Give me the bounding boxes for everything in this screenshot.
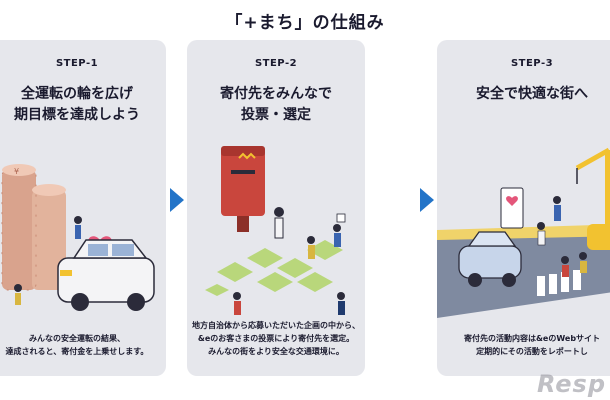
step-card-2: STEP-2 寄付先をみんなで 投票・選定 xyxy=(187,40,365,376)
step-label: STEP-1 xyxy=(55,58,99,69)
step-card-3: STEP-3 安全で快適な街へ xyxy=(437,40,610,376)
step-description: みんなの安全運転の結果、 達成されると、寄付金を上乗せします。 xyxy=(5,334,149,356)
crane-icon xyxy=(575,147,610,250)
arrow-right-icon xyxy=(170,188,184,212)
step-card-1: STEP-1 全運転の輪を広げ 期目標を達成しよう ¥ みんなの安全運 xyxy=(0,40,166,376)
page-title: 「+まち」の仕組み xyxy=(225,13,385,33)
svg-text:¥: ¥ xyxy=(14,167,19,176)
step-heading: 安全で快適な街へ xyxy=(476,86,588,102)
step-heading: 寄付先をみんなで 投票・選定 xyxy=(220,86,332,123)
step-label: STEP-3 xyxy=(510,58,554,69)
coins-car-illustration: ¥ xyxy=(1,164,155,311)
coin-stack-icon: ¥ xyxy=(1,164,66,291)
safe-city-illustration xyxy=(437,147,610,318)
step-heading: 全運転の輪を広げ 期目標を達成しよう xyxy=(14,86,140,123)
voting-illustration xyxy=(205,146,346,315)
step-description: 地方自治体から応募いただいた企画の中から、 &eのお客さまの投票により寄付先を選… xyxy=(192,321,360,356)
watermark-logo: Resp xyxy=(536,370,606,398)
step-description: 寄付先の活動内容は&eのWebサイト 定期的にその活動をレポートし xyxy=(463,334,601,356)
step-label: STEP-2 xyxy=(254,58,298,69)
ballot-box-icon xyxy=(221,146,265,232)
car-icon xyxy=(57,239,155,311)
arrow-right-icon xyxy=(420,188,434,212)
